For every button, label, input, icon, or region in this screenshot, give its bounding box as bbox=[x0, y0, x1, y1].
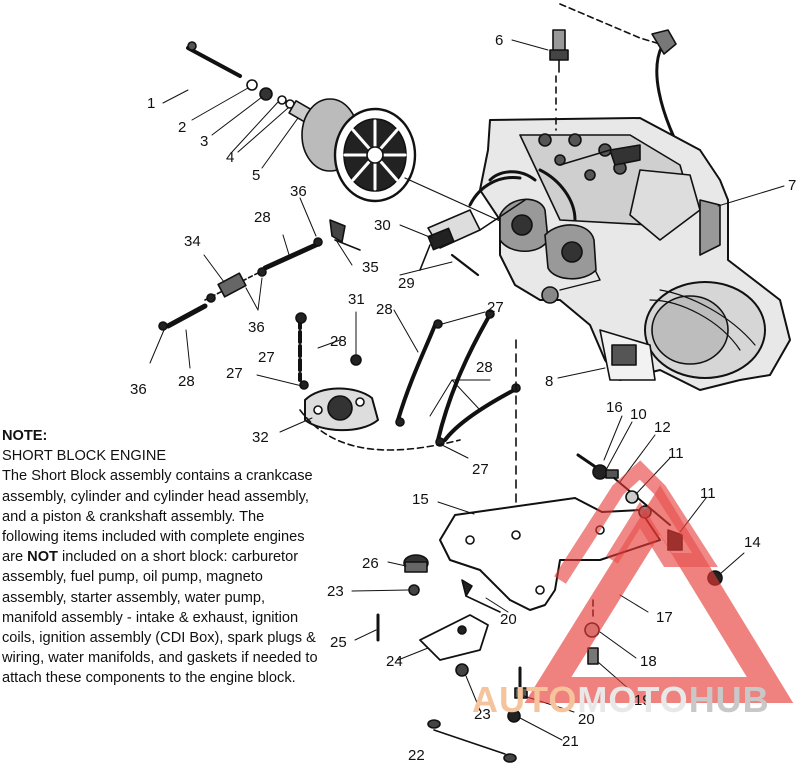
fuel-filter-34 bbox=[204, 271, 261, 303]
callout-28d: 28 bbox=[376, 301, 393, 318]
stud-20a bbox=[461, 579, 501, 613]
note-body: The Short Block assembly contains a cran… bbox=[2, 466, 320, 688]
callout-2: 2 bbox=[178, 119, 187, 136]
callout-26: 26 bbox=[362, 555, 379, 572]
callout-10: 10 bbox=[630, 406, 647, 423]
callout-27d: 27 bbox=[472, 461, 489, 478]
oil-pump-32 bbox=[304, 387, 379, 432]
fitting-35 bbox=[329, 219, 361, 251]
callout-28a: 28 bbox=[254, 209, 271, 226]
watermark-hub: HUB bbox=[688, 679, 770, 720]
starter-pulley bbox=[301, 98, 521, 231]
washer-3 bbox=[259, 87, 273, 101]
callout-29: 29 bbox=[398, 275, 415, 292]
spark-plug bbox=[549, 29, 569, 111]
note-title: NOTE: bbox=[2, 428, 48, 444]
callout-28c: 28 bbox=[330, 333, 347, 350]
callout-14: 14 bbox=[744, 534, 761, 551]
callout-24: 24 bbox=[386, 653, 403, 670]
callout-27c: 27 bbox=[487, 299, 504, 316]
carburetors bbox=[468, 149, 611, 280]
magneto-bolt bbox=[186, 41, 242, 78]
oil-line-28 bbox=[295, 312, 362, 390]
callout-11b: 11 bbox=[700, 485, 716, 502]
callout-16: 16 bbox=[606, 399, 623, 416]
callout-19: 19 bbox=[634, 692, 651, 709]
callout-8: 8 bbox=[545, 373, 554, 390]
callout-32: 32 bbox=[252, 429, 269, 446]
callout-30: 30 bbox=[374, 217, 391, 234]
note-body-end: included on a short block: carburetor as… bbox=[2, 549, 318, 687]
callout-34: 34 bbox=[184, 233, 201, 250]
callout-27b: 27 bbox=[226, 365, 243, 382]
callout-3: 3 bbox=[200, 133, 209, 150]
note-body-start: The Short Block assembly contains a cran… bbox=[2, 468, 313, 566]
washer-2 bbox=[246, 79, 258, 91]
callout-21: 21 bbox=[562, 733, 579, 750]
nut-21 bbox=[507, 709, 521, 723]
callout-35: 35 bbox=[362, 259, 379, 276]
callout-18: 18 bbox=[640, 653, 657, 670]
callout-11a: 11 bbox=[668, 445, 684, 462]
fuel-line-28-bottom bbox=[158, 303, 208, 331]
callout-23a: 23 bbox=[327, 583, 344, 600]
watermark-moto: MOTO bbox=[577, 679, 689, 720]
bracket-24 bbox=[419, 614, 489, 661]
note-subtitle: SHORT BLOCK ENGINE bbox=[2, 448, 167, 465]
callout-28b: 28 bbox=[178, 373, 195, 390]
callout-31: 31 bbox=[348, 291, 365, 308]
callout-25: 25 bbox=[330, 634, 347, 651]
watermark-auto: AUTO bbox=[472, 679, 578, 720]
callout-17: 17 bbox=[656, 609, 673, 626]
spark-plug-wire bbox=[559, 3, 661, 45]
callout-22: 22 bbox=[408, 747, 425, 764]
washer-22 bbox=[427, 719, 517, 763]
watermark-text: AUTOMOTOHUB bbox=[472, 680, 770, 720]
stud-20b bbox=[514, 666, 528, 699]
ignition-coil bbox=[419, 199, 526, 271]
fuel-line-28-top bbox=[257, 237, 323, 277]
callout-28e: 28 bbox=[476, 359, 493, 376]
ground-wire-29 bbox=[450, 253, 480, 277]
callout-7: 7 bbox=[788, 177, 797, 194]
short-block-note: NOTE: SHORT BLOCK ENGINE The Short Block… bbox=[2, 426, 320, 689]
callout-27a: 27 bbox=[258, 349, 275, 366]
callout-20a: 20 bbox=[500, 611, 517, 628]
washer-23a bbox=[408, 584, 420, 596]
callout-4: 4 bbox=[226, 149, 235, 166]
callout-1: 1 bbox=[147, 95, 156, 112]
callout-12: 12 bbox=[654, 419, 671, 436]
watermark-logo bbox=[524, 460, 794, 703]
callout-23b: 23 bbox=[474, 706, 491, 723]
callout-15: 15 bbox=[412, 491, 429, 508]
callout-6: 6 bbox=[495, 32, 504, 49]
callout-36b: 36 bbox=[248, 319, 265, 336]
oring-4a bbox=[277, 95, 287, 105]
callout-20b: 20 bbox=[578, 711, 595, 728]
note-body-emphasis: NOT bbox=[27, 549, 58, 566]
callout-36a: 36 bbox=[290, 183, 307, 200]
spark-plug-cap bbox=[651, 29, 677, 55]
callout-5: 5 bbox=[252, 167, 261, 184]
engine-mount-26 bbox=[403, 554, 429, 573]
washer-23b bbox=[455, 663, 469, 677]
callout-36c: 36 bbox=[130, 381, 147, 398]
engine-block bbox=[479, 117, 791, 391]
